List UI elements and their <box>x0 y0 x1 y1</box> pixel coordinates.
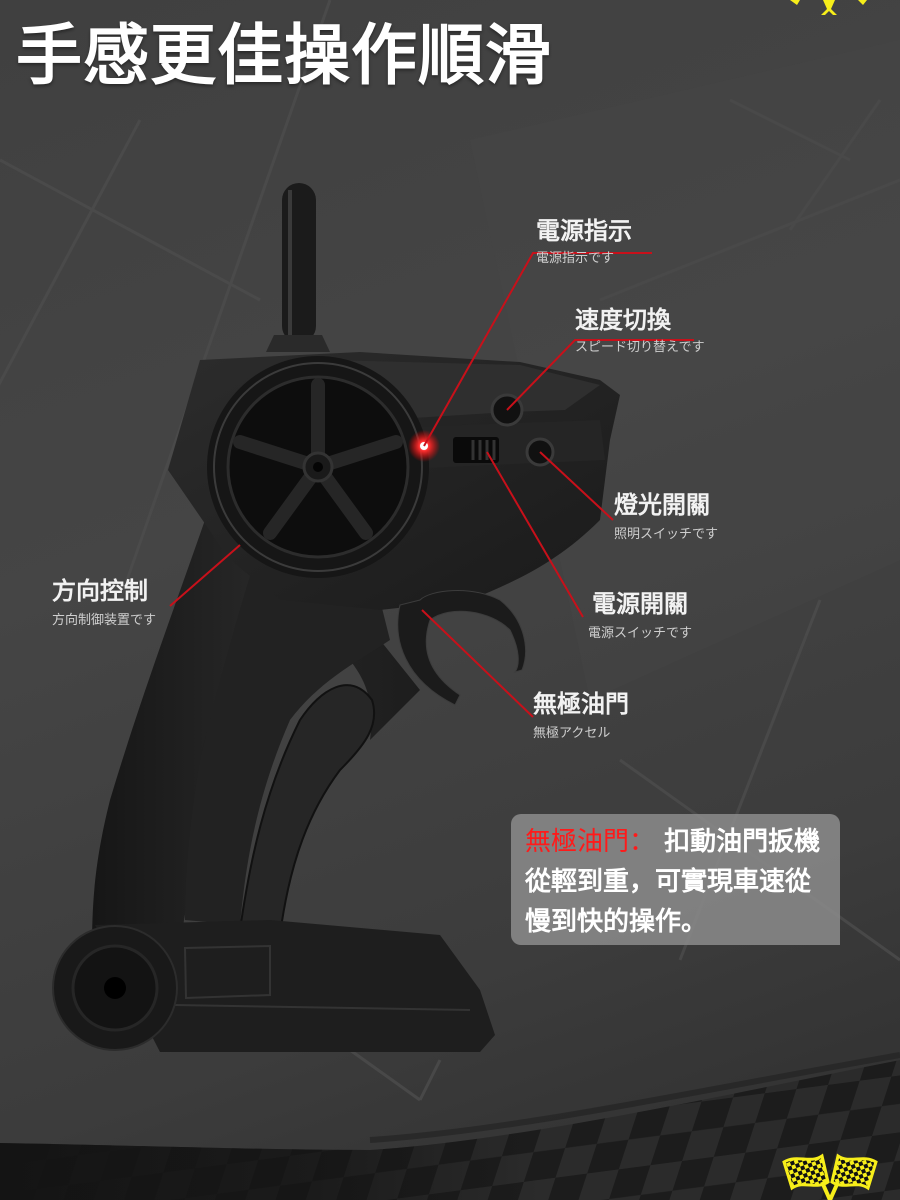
callout-power-indicator: 電源指示 電源指示です <box>536 216 632 268</box>
callout-subtitle: 電源指示です <box>536 251 615 266</box>
page-headline: 手感更佳操作順滑 <box>16 17 552 94</box>
checkered-flags-icon <box>782 1153 878 1200</box>
callout-speed-switch: 速度切換 スピード切り替えです <box>575 305 705 357</box>
callout-title: 方向控制 <box>52 577 148 605</box>
callout-title: 速度切換 <box>575 306 671 334</box>
steering-wheel <box>207 356 429 578</box>
throttle-trigger <box>397 590 527 706</box>
callout-subtitle: 方向制御装置です <box>52 613 157 628</box>
callout-subtitle: 照明スイッチです <box>614 527 719 542</box>
callout-title: 電源開關 <box>592 590 688 618</box>
checkered-flags-icon <box>790 0 867 15</box>
callout-title: 燈光開關 <box>614 491 710 519</box>
throttle-info-box: 無極油門： 扣動油門扳機從輕到重，可實現車速從慢到快的操作。 <box>511 814 840 945</box>
callout-power-switch: 電源開關 電源スイッチです <box>588 589 692 643</box>
antenna <box>266 183 330 352</box>
callout-title: 無極油門 <box>533 690 629 718</box>
callout-subtitle: スピード切り替えです <box>575 340 705 355</box>
callout-subtitle: 電源スイッチです <box>588 626 693 641</box>
callout-title: 電源指示 <box>536 217 632 245</box>
callout-steering: 方向控制 方向制御装置です <box>52 576 156 630</box>
info-highlight: 無極油門： <box>525 827 656 857</box>
info-text: 扣動油門扳機從輕到重，可實現車速從慢到快的操作。 <box>525 827 821 937</box>
callout-light-switch: 燈光開關 照明スイッチです <box>614 490 718 544</box>
callout-throttle: 無極油門 無極アクセル <box>533 689 629 743</box>
callout-subtitle: 無極アクセル <box>533 726 611 741</box>
